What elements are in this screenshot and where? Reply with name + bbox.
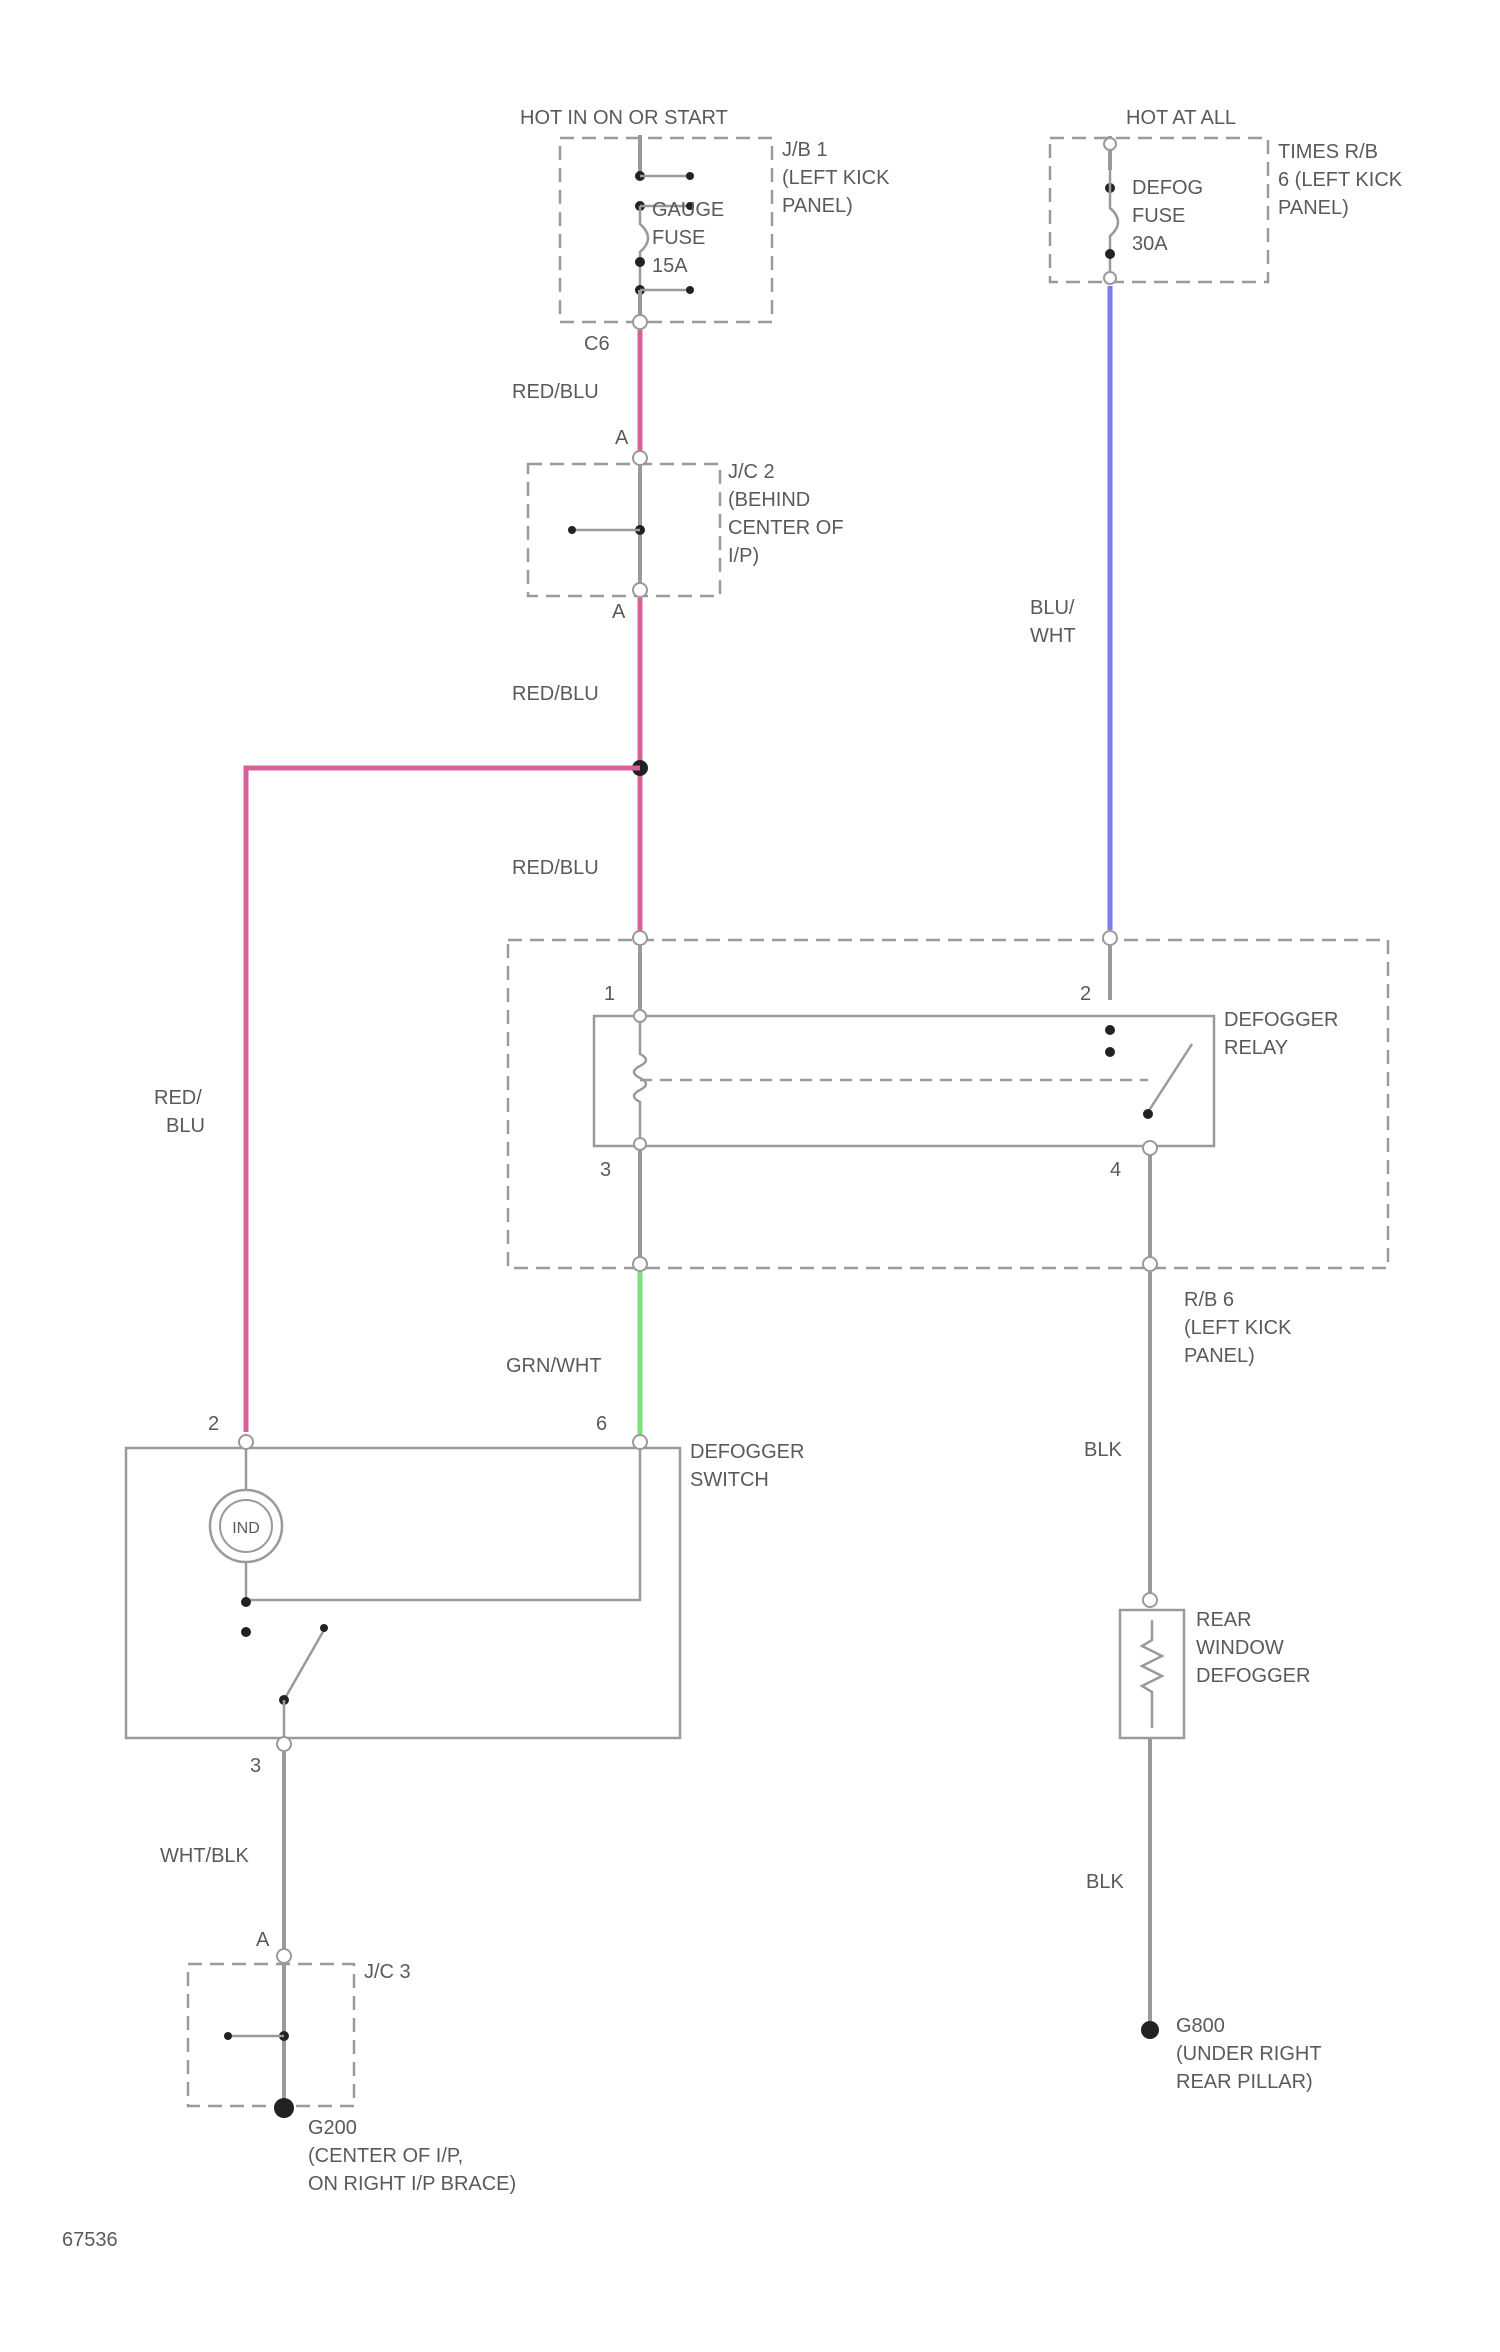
g200-line-1: G200 [308, 2117, 357, 2139]
switch-pin6-connector [633, 1435, 647, 1449]
jc2-bottom-connector [633, 583, 647, 597]
blk-label-1: BLK [1084, 1439, 1122, 1461]
times-rb-line-3: PANEL) [1278, 197, 1349, 219]
relay-pin-2: 2 [1080, 983, 1091, 1005]
defog-fuse-line-3: 30A [1132, 233, 1168, 255]
gauge-fuse-symbol [640, 206, 648, 290]
switch-pin-2: 2 [208, 1413, 219, 1435]
red-blu-left-label-1: RED/ [154, 1087, 202, 1109]
switch-pin3-connector [277, 1737, 291, 1751]
switch-blade [284, 1630, 324, 1700]
rear-defogger-top-connector [1143, 1593, 1157, 1607]
red-blu-left-label-2: BLU [166, 1115, 205, 1137]
relay-switch-pivot [1143, 1109, 1153, 1119]
hot-in-on-or-start-label: HOT IN ON OR START [520, 107, 728, 129]
relay-pin-3: 3 [600, 1159, 611, 1181]
wht-blk-label: WHT/BLK [160, 1845, 250, 1867]
jb1-location-2: PANEL) [782, 195, 853, 217]
relay-pin-1: 1 [604, 983, 615, 1005]
switch-pin-6: 6 [596, 1413, 607, 1435]
hot-at-all-label: HOT AT ALL [1126, 107, 1236, 129]
defog-fuse-line-2: FUSE [1132, 205, 1185, 227]
g800-ground [1141, 2021, 1159, 2039]
switch-name-line-2: SWITCH [690, 1469, 769, 1491]
switch-blade-tip [320, 1624, 328, 1632]
jb1-branch-3-end [686, 286, 694, 294]
relay-block-bottom-left-connector [633, 1257, 647, 1271]
relay-pin1-connector [634, 1010, 646, 1022]
times-rb-line-1: TIMES R/B [1278, 141, 1378, 163]
g200-line-3: ON RIGHT I/P BRACE) [308, 2173, 516, 2195]
jb1-name: J/B 1 [782, 139, 828, 161]
rb6-line-1: R/B 6 [1184, 1289, 1234, 1311]
indicator-lamp-label: IND [232, 1520, 260, 1537]
relay-contact-fixed [1105, 1047, 1115, 1057]
relay-switch-blade [1148, 1044, 1192, 1112]
switch-name-line-1: DEFOGGER [690, 1441, 804, 1463]
jc2-line-3: CENTER OF [728, 517, 844, 539]
relay-contact-top-pin [1105, 1025, 1115, 1035]
jc2-top-connector [633, 451, 647, 465]
jb1-terminal-3 [635, 257, 645, 267]
jc2-pin-a-top: A [615, 427, 629, 449]
rear-defogger-line-3: DEFOGGER [1196, 1665, 1310, 1687]
jc3-top-connector [277, 1949, 291, 1963]
gauge-fuse-line-2: FUSE [652, 227, 705, 249]
relay-pin3-connector [634, 1138, 646, 1150]
defogger-switch-box [126, 1448, 680, 1738]
g200-line-2: (CENTER OF I/P, [308, 2145, 463, 2167]
jc2-branch-end [568, 526, 576, 534]
rb6-line-3: PANEL) [1184, 1345, 1255, 1367]
relay-block-bottom-right-connector [1143, 1257, 1157, 1271]
jc2-line-1: J/C 2 [728, 461, 775, 483]
gauge-fuse-line-3: 15A [652, 255, 688, 277]
relay-pin-4: 4 [1110, 1159, 1121, 1181]
g200-ground [274, 2098, 294, 2118]
jc3-branch-end [224, 2032, 232, 2040]
c6-connector [633, 315, 647, 329]
switch-contact-fixed [241, 1627, 251, 1637]
defog-fuse-terminal-2 [1105, 249, 1115, 259]
blk-label-2: BLK [1086, 1871, 1124, 1893]
gauge-fuse-line-1: GAUGE [652, 199, 724, 221]
rear-defogger-line-2: WINDOW [1196, 1637, 1284, 1659]
relay-block-top-left-connector [633, 931, 647, 945]
switch-internal-return [246, 1449, 640, 1600]
red-blu-label-3: RED/BLU [512, 857, 599, 879]
figure-id: 67536 [62, 2229, 118, 2251]
switch-pin2-connector [239, 1435, 253, 1449]
jc3-pin-a: A [256, 1929, 270, 1951]
rear-defogger-grid-symbol [1142, 1620, 1162, 1728]
relay-name-line-2: RELAY [1224, 1037, 1288, 1059]
rb6-line-2: (LEFT KICK [1184, 1317, 1292, 1339]
g800-line-2: (UNDER RIGHT [1176, 2043, 1322, 2065]
jc2-pin-a-bottom: A [612, 601, 626, 623]
red-blu-label-1: RED/BLU [512, 381, 599, 403]
relay-pin4-connector [1143, 1141, 1157, 1155]
g800-line-3: REAR PILLAR) [1176, 2071, 1313, 2093]
blu-wht-label-2: WHT [1030, 625, 1076, 647]
defog-fuse-top-pin [1104, 138, 1116, 150]
jc3-name: J/C 3 [364, 1961, 411, 1983]
grn-wht-label: GRN/WHT [506, 1355, 602, 1377]
defog-fuse-bottom-pin [1104, 272, 1116, 284]
relay-name-line-1: DEFOGGER [1224, 1009, 1338, 1031]
jc2-line-4: I/P) [728, 545, 759, 567]
jb1-location-1: (LEFT KICK [782, 167, 890, 189]
jb1-branch-1-end [686, 172, 694, 180]
relay-block-top-right-connector [1103, 931, 1117, 945]
defog-fuse-line-1: DEFOG [1132, 177, 1203, 199]
jc2-line-2: (BEHIND [728, 489, 810, 511]
blu-wht-label-1: BLU/ [1030, 597, 1075, 619]
times-rb-line-2: 6 (LEFT KICK [1278, 169, 1403, 191]
switch-internal-node [241, 1597, 251, 1607]
switch-pin-3: 3 [250, 1755, 261, 1777]
red-blu-label-2: RED/BLU [512, 683, 599, 705]
c6-label: C6 [584, 333, 610, 355]
rear-defogger-line-1: REAR [1196, 1609, 1252, 1631]
g800-line-1: G800 [1176, 2015, 1225, 2037]
